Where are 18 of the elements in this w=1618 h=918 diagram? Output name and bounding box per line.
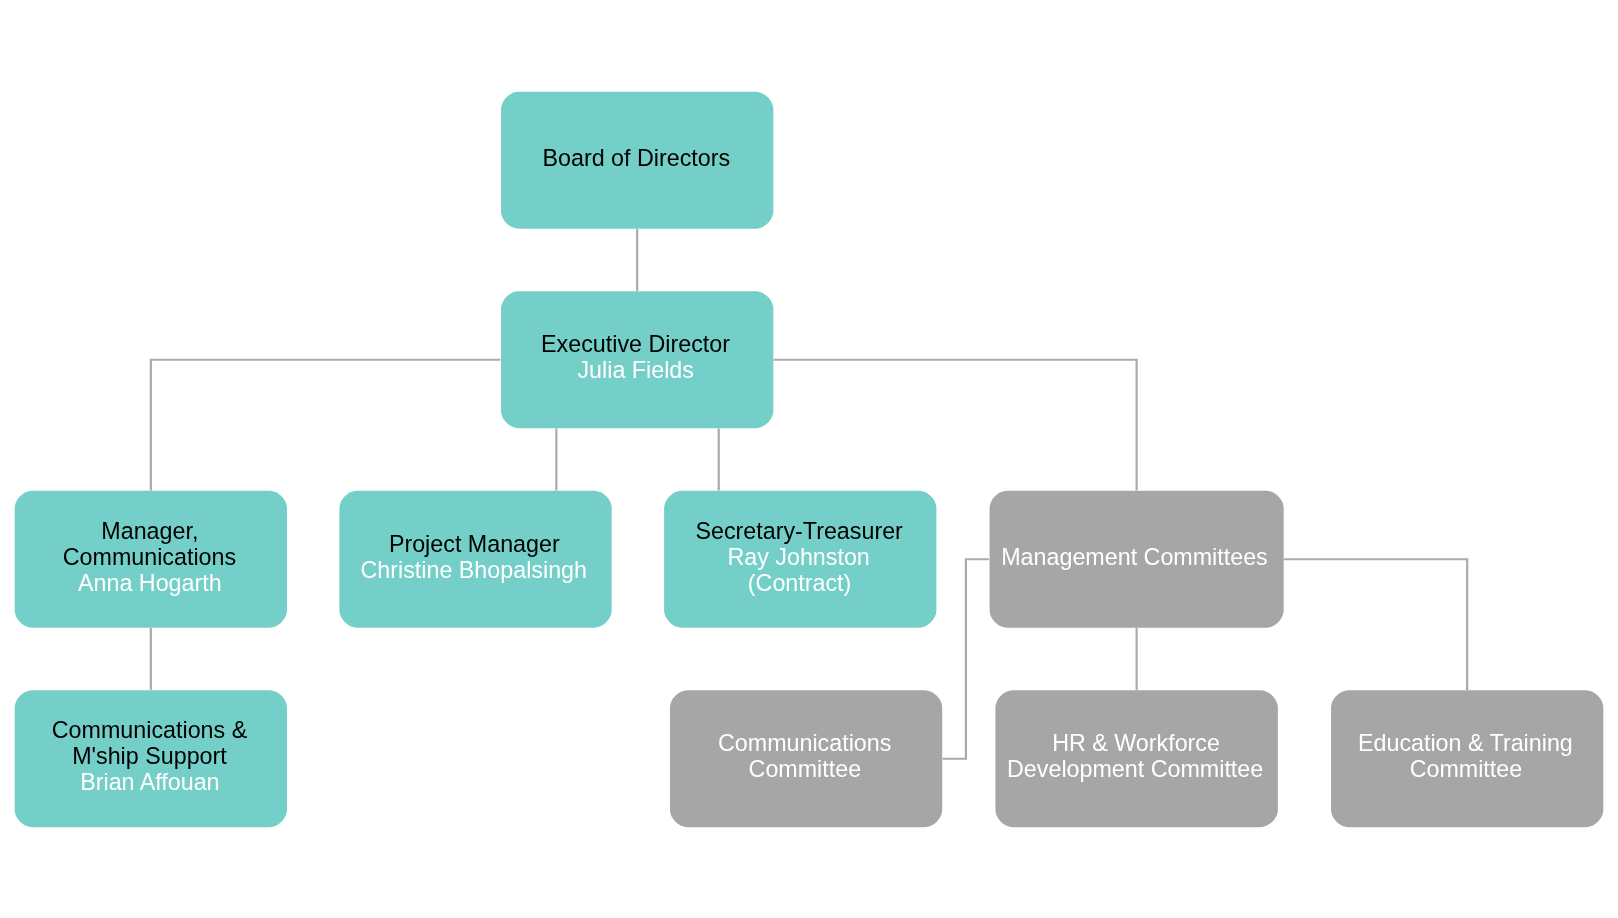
connector xyxy=(149,358,501,491)
connector xyxy=(1135,627,1138,690)
connector xyxy=(1284,557,1469,690)
node-box: Project Manager Christine Bhopalsingh xyxy=(339,490,612,628)
node-box: HR & Workforce Development Committee xyxy=(995,689,1278,827)
connector xyxy=(717,427,720,490)
node-box: Executive Director Julia Fields xyxy=(501,290,774,428)
connector xyxy=(773,358,1138,491)
node-box: Management Committees xyxy=(989,490,1284,628)
node-box: Board of Directors xyxy=(501,91,774,229)
node-box: Communications & M'ship Support Brian Affouan xyxy=(14,689,287,827)
connector xyxy=(555,427,558,490)
node-box: Secretary-Treasurer Ray Johnston (Contract) xyxy=(664,490,937,628)
node-box: Education & Training Committee xyxy=(1331,689,1604,827)
node-box: Manager, Communications Anna Hogarth xyxy=(14,490,287,628)
connector xyxy=(149,627,152,690)
connector xyxy=(636,228,639,291)
node-box: Communications Committee xyxy=(669,689,943,827)
